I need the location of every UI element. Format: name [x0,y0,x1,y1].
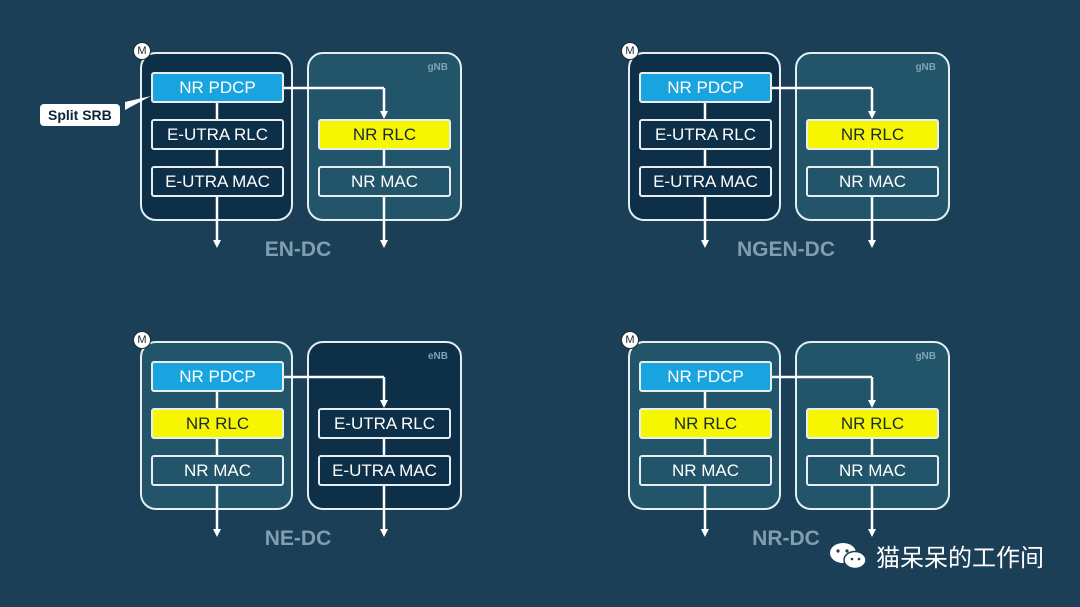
nr-dc-master-layer-nr-mac: NR MAC [639,455,772,486]
nr-dc-secondary-node-label: gNB [915,351,936,362]
ne-dc-master-layer-nr-mac: NR MAC [151,455,284,486]
en-dc-title: EN-DC [264,238,332,261]
en-dc-secondary-layer-nr-rlc: NR RLC [318,119,451,150]
watermark: 猫呆呆的工作间 [828,538,1044,573]
ngen-dc-master-layer-e-utra-mac: E-UTRA MAC [639,166,772,197]
ngen-dc-secondary-layer-nr-rlc: NR RLC [806,119,939,150]
nr-dc-master-layer-nr-pdcp: NR PDCP [639,361,772,392]
ne-dc-secondary-layer-e-utra-mac: E-UTRA MAC [318,455,451,486]
en-dc-master-layer-e-utra-mac: E-UTRA MAC [151,166,284,197]
ne-dc-title: NE-DC [264,527,332,550]
watermark-text: 猫呆呆的工作间 [876,544,1044,572]
nr-dc-secondary-layer-nr-rlc: NR RLC [806,408,939,439]
ngen-dc-secondary-layer-nr-mac: NR MAC [806,166,939,197]
en-dc-secondary-layer-nr-mac: NR MAC [318,166,451,197]
nr-dc-title: NR-DC [752,527,820,550]
ne-dc-master-layer-nr-rlc: NR RLC [151,408,284,439]
nr-dc-master-layer-nr-rlc: NR RLC [639,408,772,439]
ne-dc-master-marker: M [133,331,151,349]
nr-dc-secondary-layer-nr-mac: NR MAC [806,455,939,486]
ne-dc-secondary-layer-e-utra-rlc: E-UTRA RLC [318,408,451,439]
nr-dc-master-marker: M [621,331,639,349]
ngen-dc-master-layer-e-utra-rlc: E-UTRA RLC [639,119,772,150]
en-dc-master-marker: M [133,42,151,60]
ngen-dc-master-marker: M [621,42,639,60]
ne-dc-master-layer-nr-pdcp: NR PDCP [151,361,284,392]
en-dc-master-layer-e-utra-rlc: E-UTRA RLC [151,119,284,150]
wechat-icon [830,542,867,569]
ngen-dc-title: NGEN-DC [737,238,835,261]
ngen-dc-secondary-node-label: gNB [915,62,936,73]
en-dc-master-layer-nr-pdcp: NR PDCP [151,72,284,103]
ne-dc-secondary-node-label: eNB [427,351,448,362]
callout-split-srb: Split SRB [40,104,120,126]
en-dc-secondary-node-label: gNB [427,62,448,73]
ngen-dc-master-layer-nr-pdcp: NR PDCP [639,72,772,103]
